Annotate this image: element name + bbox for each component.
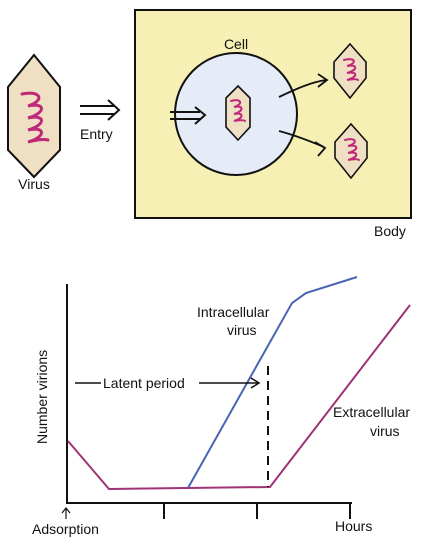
y-axis-label: Number virions <box>34 350 50 444</box>
extracellular-label-line2: virus <box>370 423 400 439</box>
entry-label: Entry <box>80 126 113 142</box>
intracellular-label-line1: Intracellular <box>197 304 270 320</box>
intracellular-virus-particle <box>225 84 251 142</box>
latent-period-label: Latent period <box>103 375 185 391</box>
x-axis-ticks <box>163 503 351 519</box>
growth-curve-graph: Adsorption Hours Number virions Latent p… <box>32 276 411 537</box>
free-virus-particle <box>7 53 61 179</box>
extracellular-label-line1: Extracellular <box>333 404 410 420</box>
cell-entry-arrow <box>170 106 207 125</box>
intracellular-virus-curve <box>187 276 358 489</box>
extracellular-virus-curve <box>67 304 411 491</box>
released-virus-upper <box>333 42 367 100</box>
x-axis-label: Hours <box>335 518 372 534</box>
entry-arrow <box>80 99 121 121</box>
virus-genome-coil <box>20 91 50 144</box>
virus-label: Virus <box>18 176 50 192</box>
cell-label: Cell <box>224 36 248 52</box>
body-label: Body <box>374 223 406 239</box>
release-arrow-upper <box>278 79 327 98</box>
latent-period-label-bg <box>101 373 199 393</box>
adsorption-label: Adsorption <box>32 521 99 537</box>
infection-diagram: Virus Entry Body Cell <box>7 9 412 239</box>
released-virus-lower <box>334 122 368 180</box>
adsorption-marker <box>61 507 71 519</box>
intracellular-label-line2: virus <box>227 322 257 338</box>
